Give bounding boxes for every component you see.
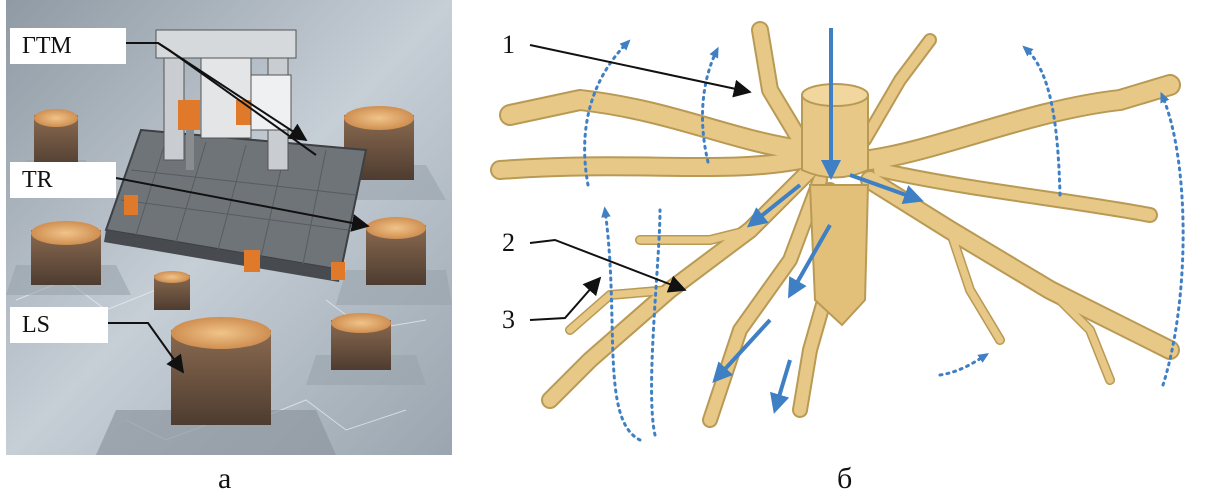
label-ls: LS [10, 307, 108, 343]
leader-ls [106, 323, 183, 372]
root-system-diagram [470, 0, 1224, 455]
label-2: 2 [502, 230, 515, 256]
panel-a-leaders [6, 0, 452, 455]
label-tr: TR [10, 162, 116, 198]
leader-2 [530, 240, 685, 290]
label-gtm: ГТМ [10, 28, 126, 64]
leader-gtm-2 [158, 43, 316, 155]
panel-a-photo: ГТМ TR LS [6, 0, 452, 455]
caption-b: б [837, 462, 852, 496]
caption-a: а [218, 462, 231, 496]
central-trunk [802, 84, 868, 325]
label-3: 3 [502, 307, 515, 333]
leader-tr [116, 178, 368, 226]
panel-b-diagram: 1 2 3 [470, 0, 1224, 455]
label-1: 1 [502, 32, 515, 58]
leader-gtm-1 [120, 43, 306, 140]
